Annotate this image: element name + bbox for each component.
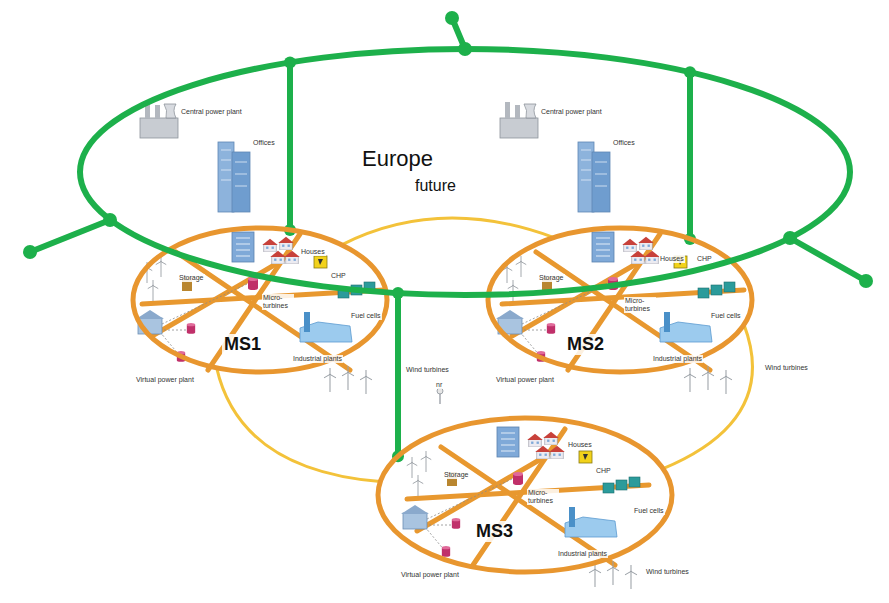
region-subtitle: future [415, 177, 456, 195]
part-label: Houses [567, 441, 593, 449]
part-label: Fuel cells [710, 312, 742, 320]
part-label: nr [435, 381, 443, 389]
label-anchor: Virtual power plant [495, 368, 555, 386]
central-plant-offices-1 [140, 102, 250, 212]
part-label: Offices [612, 139, 636, 147]
grid-junction-dots [23, 11, 873, 288]
street-lamp [437, 388, 443, 404]
member-state-name: MS2 [565, 334, 606, 355]
interconnector-link [217, 368, 381, 482]
part-label: Offices [252, 139, 276, 147]
label-anchor: Central power plant [540, 100, 603, 118]
part-label: Industrial plants [292, 355, 343, 363]
member-state-name: MS3 [474, 521, 515, 542]
label-anchor: Industrial plants [557, 542, 608, 560]
member-state-grid-3 [401, 427, 649, 589]
part-label: Micro-turbines [527, 489, 559, 504]
label-anchor: Industrial plants [292, 347, 343, 365]
part-label: Houses [300, 248, 326, 256]
member-state-grid: MS3 [375, 415, 675, 575]
label-anchor: Virtual power plant [135, 368, 195, 386]
part-label: CHP [595, 467, 612, 475]
part-label: Fuel cells [633, 507, 665, 515]
label-anchor: Micro-turbines [624, 297, 656, 315]
label-anchor: Micro-turbines [527, 489, 559, 507]
member-state-name: MS1 [222, 334, 263, 355]
region-title: Europe [362, 146, 433, 171]
europe-grid-ring: Europe future [77, 46, 853, 298]
grid-link [284, 56, 296, 236]
part-label: Fuel cells [350, 312, 382, 320]
interconnector-link [342, 218, 554, 245]
part-label: CHP [696, 255, 713, 263]
label-anchor: Fuel cells [710, 304, 742, 322]
grid-stub-lines [30, 18, 866, 281]
label-anchor: Offices [252, 131, 276, 149]
label-anchor: nr [435, 373, 443, 391]
label-anchor: Industrial plants [652, 347, 703, 365]
label-anchor: Houses [300, 240, 326, 258]
label-anchor: Central power plant [180, 100, 243, 118]
part-label: Storage [538, 274, 565, 282]
label-anchor: Micro-turbines [262, 294, 294, 312]
part-label: Virtual power plant [400, 571, 460, 579]
label-anchor: Houses [567, 433, 593, 451]
part-label: Virtual power plant [135, 376, 195, 384]
grid-link [392, 287, 404, 462]
part-label: Houses [659, 255, 685, 263]
label-anchor: CHP [330, 264, 347, 282]
label-anchor: Fuel cells [350, 304, 382, 322]
part-label: Central power plant [180, 108, 243, 116]
central-plant-offices-2 [500, 102, 610, 212]
label-anchor: Houses [659, 247, 685, 265]
part-label: Industrial plants [557, 550, 608, 558]
ellipse-outline [375, 415, 675, 575]
part-label: Industrial plants [652, 355, 703, 363]
part-label: Storage [443, 471, 470, 479]
label-anchor: Wind turbines [645, 560, 690, 578]
part-label: Wind turbines [645, 568, 690, 576]
label-anchor: CHP [595, 459, 612, 477]
label-anchor: Virtual power plant [400, 563, 460, 581]
part-label: Storage [178, 274, 205, 282]
label-anchor: Storage [538, 266, 565, 284]
part-label: Central power plant [540, 108, 603, 116]
label-anchor: Wind turbines [764, 356, 809, 374]
member-state-grid: MS2 [485, 225, 755, 375]
label-anchor: Offices [612, 131, 636, 149]
part-label: Wind turbines [405, 366, 450, 374]
interconnector-link [663, 325, 752, 469]
label-anchor: Wind turbines [405, 358, 450, 376]
part-label: Wind turbines [764, 364, 809, 372]
label-anchor: Fuel cells [633, 499, 665, 517]
part-label: CHP [330, 272, 347, 280]
ellipse-outline [485, 225, 755, 375]
ellipse-outline [77, 46, 853, 298]
grid-link [684, 66, 696, 245]
part-label: Micro-turbines [262, 294, 294, 309]
label-anchor: Storage [178, 266, 205, 284]
label-anchor: Storage [443, 463, 470, 481]
part-label: Virtual power plant [495, 376, 555, 384]
part-label: Micro-turbines [624, 297, 656, 312]
